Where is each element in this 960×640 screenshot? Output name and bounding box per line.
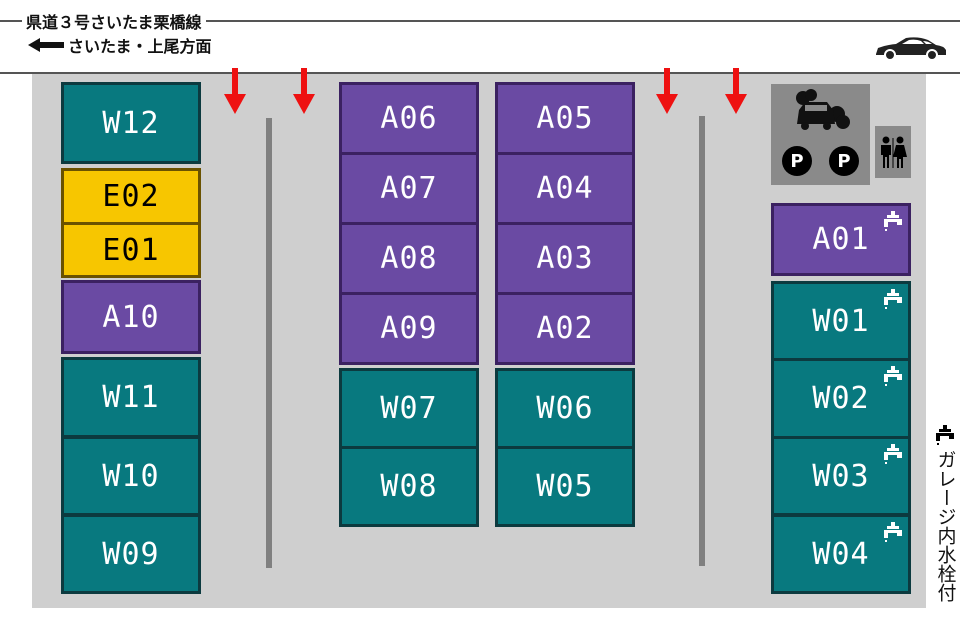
space-label: A04 bbox=[536, 171, 594, 206]
space-label: W03 bbox=[812, 458, 870, 494]
car-wash-icon bbox=[796, 89, 850, 130]
space-label: A02 bbox=[536, 311, 594, 346]
down-arrow-icon bbox=[656, 68, 678, 114]
car-icon bbox=[876, 37, 946, 61]
space-label: A06 bbox=[380, 101, 438, 136]
faucet-legend-label: ガレージ内水栓付 bbox=[934, 450, 957, 602]
space-w07[interactable]: W07 bbox=[339, 368, 479, 449]
space-w04[interactable]: W04 bbox=[771, 514, 911, 594]
space-label: W07 bbox=[380, 391, 438, 426]
faucet-icon bbox=[884, 522, 902, 542]
space-label: W10 bbox=[102, 458, 160, 494]
space-label: E02 bbox=[102, 179, 160, 214]
direction-label: さいたま・上尾方面 bbox=[28, 33, 212, 57]
space-w02[interactable]: W02 bbox=[771, 358, 911, 439]
lane-divider-right bbox=[699, 116, 705, 566]
direction-text: さいたま・上尾方面 bbox=[68, 37, 212, 56]
space-a10[interactable]: A10 bbox=[61, 280, 201, 354]
space-label: W06 bbox=[536, 391, 594, 426]
space-e01[interactable]: E01 bbox=[61, 222, 201, 278]
space-w03[interactable]: W03 bbox=[771, 436, 911, 516]
space-a01[interactable]: A01 bbox=[771, 203, 911, 276]
down-arrow-icon bbox=[224, 68, 246, 114]
space-a05[interactable]: A05 bbox=[495, 82, 635, 155]
faucet-icon bbox=[884, 211, 902, 231]
left-arrow-icon bbox=[28, 38, 64, 52]
faucet-icon bbox=[884, 289, 902, 309]
space-w10[interactable]: W10 bbox=[61, 436, 201, 516]
space-label: W05 bbox=[536, 469, 594, 504]
space-w12[interactable]: W12 bbox=[61, 82, 201, 164]
space-label: A07 bbox=[380, 171, 438, 206]
space-w01[interactable]: W01 bbox=[771, 281, 911, 361]
restroom-area bbox=[875, 126, 911, 178]
lane-divider-left bbox=[266, 118, 272, 568]
space-a03[interactable]: A03 bbox=[495, 222, 635, 295]
car-wash-area: P P bbox=[771, 84, 870, 185]
space-a09[interactable]: A09 bbox=[339, 292, 479, 365]
space-label: E01 bbox=[102, 232, 160, 268]
road-line-top bbox=[0, 20, 960, 22]
space-w06[interactable]: W06 bbox=[495, 368, 635, 449]
space-label: A03 bbox=[536, 241, 594, 276]
space-label: W09 bbox=[102, 536, 160, 572]
parking-badge: P bbox=[782, 146, 812, 176]
faucet-icon bbox=[884, 444, 902, 464]
space-a07[interactable]: A07 bbox=[339, 152, 479, 225]
space-label: A09 bbox=[380, 311, 438, 346]
space-label: W04 bbox=[812, 536, 870, 572]
space-label: A01 bbox=[812, 222, 870, 257]
space-a02[interactable]: A02 bbox=[495, 292, 635, 365]
faucet-legend: ガレージ内水栓付 bbox=[930, 424, 960, 602]
space-label: W08 bbox=[380, 469, 438, 504]
space-label: W11 bbox=[102, 380, 160, 415]
parking-badge: P bbox=[829, 146, 859, 176]
space-w05[interactable]: W05 bbox=[495, 446, 635, 527]
space-a06[interactable]: A06 bbox=[339, 82, 479, 155]
space-w09[interactable]: W09 bbox=[61, 514, 201, 594]
down-arrow-icon bbox=[293, 68, 315, 114]
road-line-bottom bbox=[0, 72, 960, 74]
space-a08[interactable]: A08 bbox=[339, 222, 479, 295]
space-e02[interactable]: E02 bbox=[61, 168, 201, 225]
space-label: A10 bbox=[102, 299, 160, 335]
space-label: A08 bbox=[380, 241, 438, 276]
space-label: W01 bbox=[812, 303, 870, 339]
restroom-icon bbox=[881, 136, 907, 168]
space-w08[interactable]: W08 bbox=[339, 446, 479, 527]
space-label: W02 bbox=[812, 381, 870, 416]
faucet-icon bbox=[884, 366, 902, 386]
down-arrow-icon bbox=[725, 68, 747, 114]
space-label: W12 bbox=[102, 105, 160, 141]
road-name: 県道３号さいたま栗橋線 bbox=[22, 9, 206, 33]
space-w11[interactable]: W11 bbox=[61, 357, 201, 438]
faucet-icon bbox=[936, 425, 954, 445]
space-label: A05 bbox=[536, 101, 594, 136]
space-a04[interactable]: A04 bbox=[495, 152, 635, 225]
